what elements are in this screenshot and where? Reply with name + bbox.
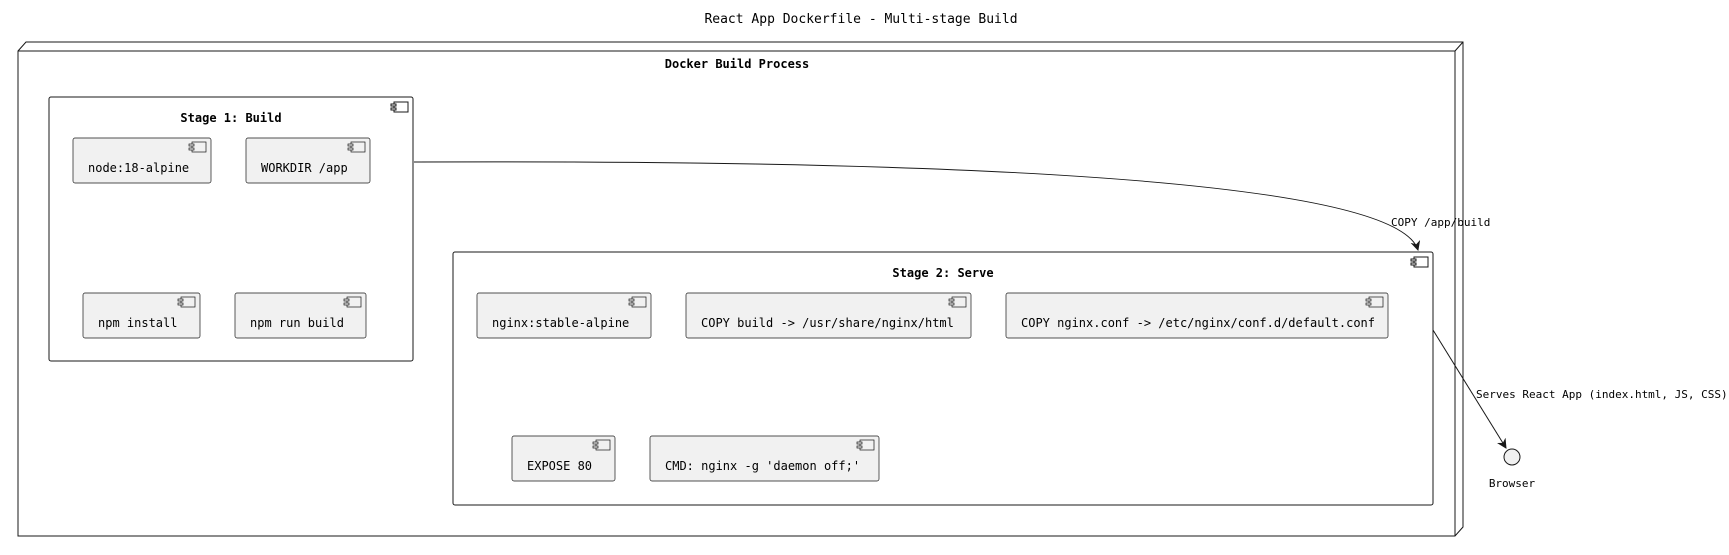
- edge-copy-app-build: COPY /app/build: [413, 161, 1490, 251]
- component-expose-80: EXPOSE 80: [511, 435, 616, 482]
- component-npm-run-build: npm run build: [234, 292, 367, 339]
- edge-copy-label: COPY /app/build: [1391, 216, 1490, 229]
- component-label: npm install: [98, 316, 177, 330]
- component-icon: [628, 296, 647, 308]
- component-label: CMD: nginx -g 'daemon off;': [665, 459, 860, 473]
- component-icon: [1410, 256, 1429, 268]
- component-icon: [592, 439, 611, 451]
- component-copy-build: COPY build -> /usr/share/nginx/html: [685, 292, 972, 339]
- component-icon: [1365, 296, 1384, 308]
- component-node-18-alpine: node:18-alpine: [72, 137, 212, 184]
- stage1-label: Stage 1: Build: [180, 111, 281, 125]
- component-nginx-stable-alpine: nginx:stable-alpine: [476, 292, 652, 339]
- stage2-container: Stage 2: Serve nginx:stable-alpine COPY …: [452, 251, 1434, 506]
- diagram-title: React App Dockerfile - Multi-stage Build: [704, 12, 1017, 27]
- component-label: node:18-alpine: [88, 161, 189, 175]
- component-icon: [347, 141, 366, 153]
- component-npm-install: npm install: [82, 292, 201, 339]
- component-icon: [177, 296, 196, 308]
- browser-label: Browser: [1489, 477, 1536, 490]
- stage2-label: Stage 2: Serve: [892, 266, 993, 280]
- stage1-container: Stage 1: Build node:18-alpine WORKDIR /a…: [48, 96, 414, 362]
- browser-node: Browser: [1489, 448, 1536, 490]
- component-label: EXPOSE 80: [527, 459, 592, 473]
- docker-build-node-label: Docker Build Process: [665, 57, 810, 71]
- edge-serves-react-app: Serves React App (index.html, JS, CSS): [1432, 329, 1728, 449]
- component-label: WORKDIR /app: [261, 161, 348, 175]
- component-label: COPY nginx.conf -> /etc/nginx/conf.d/def…: [1021, 316, 1375, 330]
- browser-circle: [1503, 448, 1521, 466]
- component-icon: [856, 439, 875, 451]
- component-workdir-app: WORKDIR /app: [245, 137, 371, 184]
- edge-serve-label: Serves React App (index.html, JS, CSS): [1476, 388, 1728, 401]
- component-label: COPY build -> /usr/share/nginx/html: [701, 316, 954, 330]
- component-icon: [390, 101, 409, 113]
- component-icon: [188, 141, 207, 153]
- component-label: npm run build: [250, 316, 344, 330]
- component-icon: [343, 296, 362, 308]
- component-copy-nginx-conf: COPY nginx.conf -> /etc/nginx/conf.d/def…: [1005, 292, 1389, 339]
- component-label: nginx:stable-alpine: [492, 316, 629, 330]
- component-cmd-nginx: CMD: nginx -g 'daemon off;': [649, 435, 880, 482]
- component-icon: [948, 296, 967, 308]
